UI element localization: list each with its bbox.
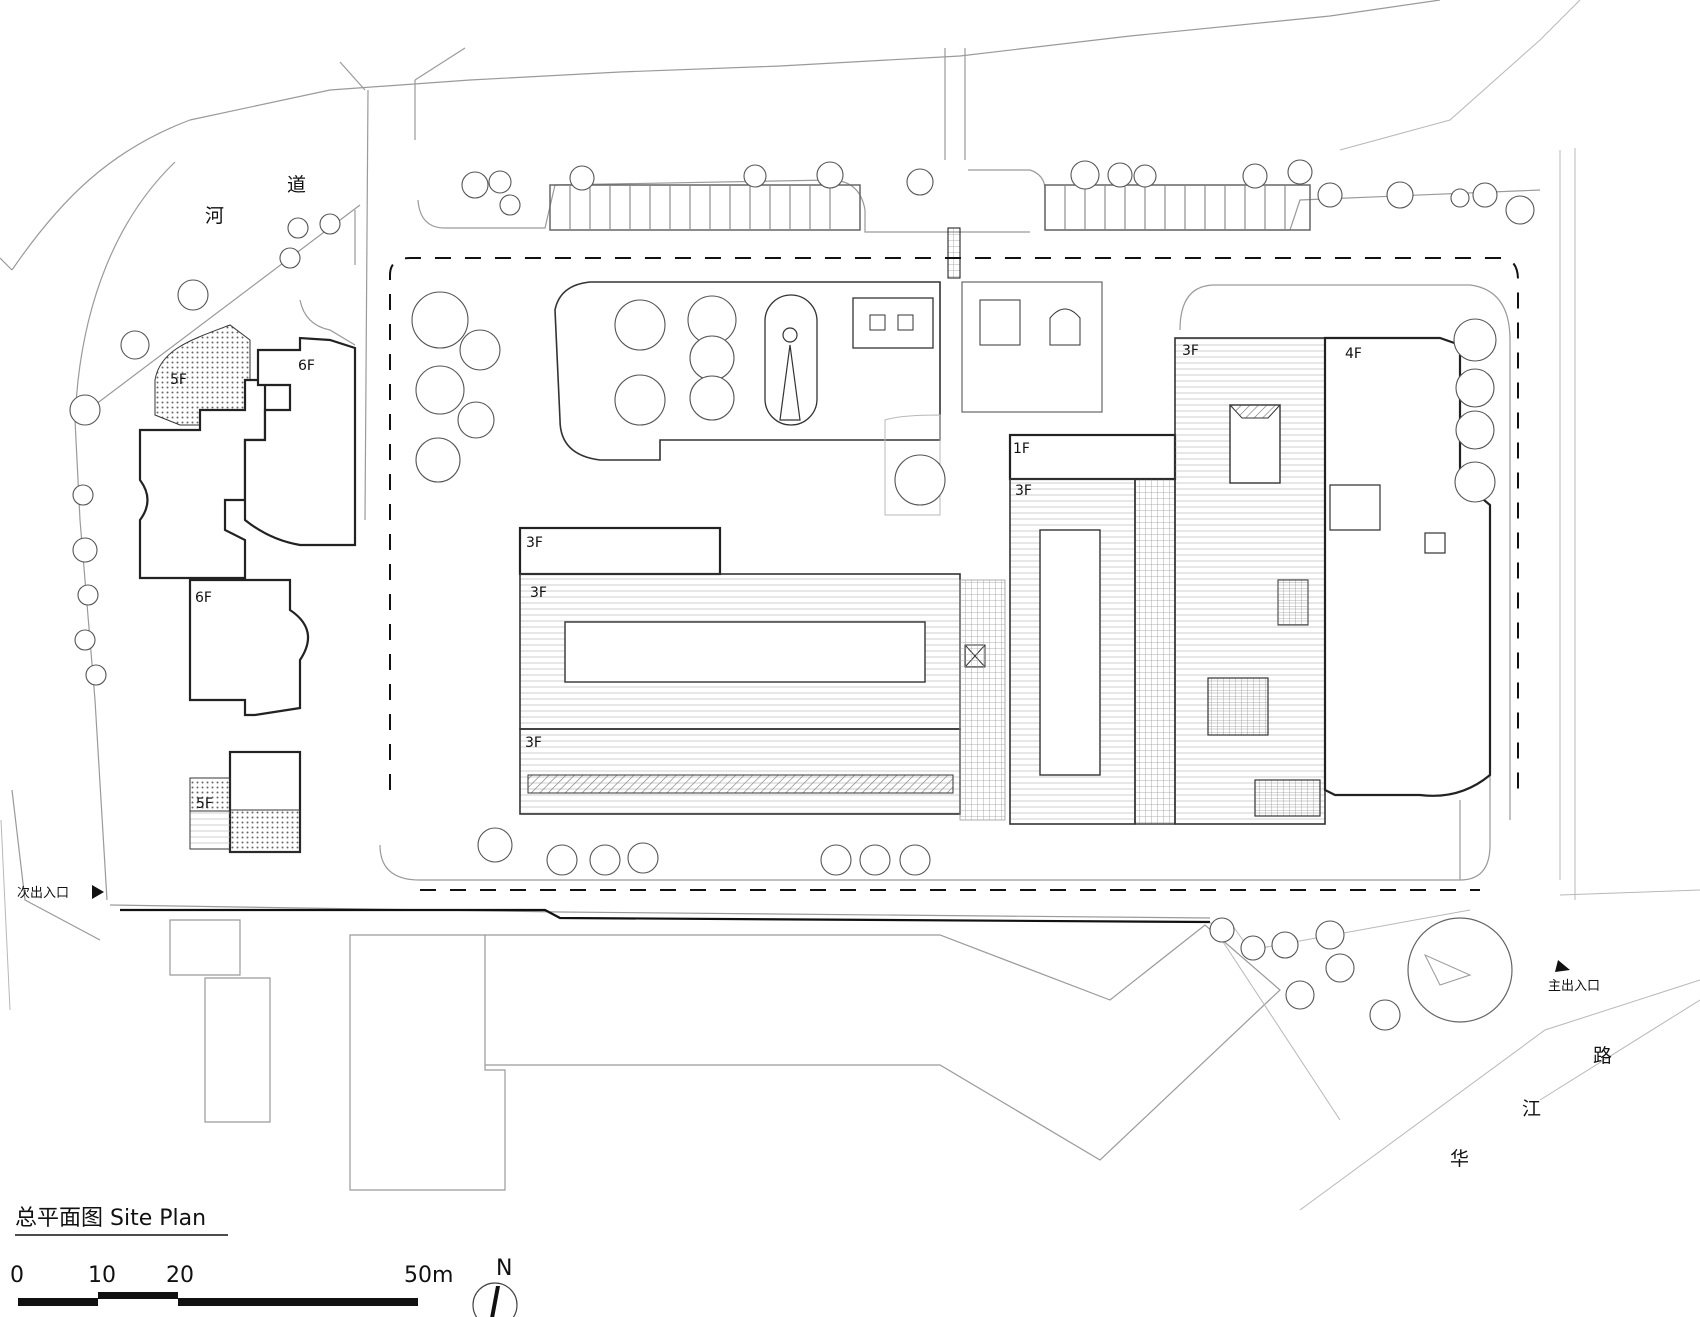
north-arrow xyxy=(472,1282,518,1317)
road-label-huajiang: 华 xyxy=(1450,1148,1469,1170)
context-lines xyxy=(0,0,1581,1011)
north-parking xyxy=(417,169,1541,279)
site-perimeter xyxy=(379,284,1511,881)
north-label: N xyxy=(496,1256,512,1281)
road-label-huajiang: 路 xyxy=(1593,1045,1612,1067)
scale-tick: 50m xyxy=(404,1263,453,1288)
floor-label: 6F xyxy=(298,358,315,374)
plan-title: 总平面图 Site Plan xyxy=(15,1206,206,1231)
entrance-labels: 次出入口 主出入口 xyxy=(17,885,1600,994)
main-entrance-label: 主出入口 xyxy=(1548,979,1600,994)
tree-canopy xyxy=(69,159,1535,1031)
floor-label: 1F xyxy=(1013,441,1030,457)
scale-tick: 0 xyxy=(10,1263,24,1288)
road-label-river: 道 xyxy=(287,174,306,196)
scale-tick: 10 xyxy=(88,1263,116,1288)
secondary-entrance-label: 次出入口 xyxy=(17,885,69,901)
floor-label: 3F xyxy=(525,735,542,751)
floor-label: 5F xyxy=(196,796,213,812)
scale-bar xyxy=(18,1292,418,1306)
floor-label: 3F xyxy=(1182,343,1199,359)
floor-labels: 6F 5F 6F 5F 3F 3F 3F 1F 3F 3F 4F xyxy=(170,343,1362,812)
floor-label: 3F xyxy=(530,585,547,601)
floor-label: 6F xyxy=(195,590,212,606)
scale-tick: 20 xyxy=(166,1263,194,1288)
floor-label: 5F xyxy=(170,372,187,388)
main-halls xyxy=(518,336,1492,825)
entrance-arrow-icon xyxy=(1555,960,1570,972)
road-label-river: 河 xyxy=(205,205,224,227)
floor-label: 4F xyxy=(1345,346,1362,362)
floor-label: 3F xyxy=(1015,483,1032,499)
internal-drive xyxy=(389,257,1519,891)
road-label-huajiang: 江 xyxy=(1522,1098,1541,1120)
south-road xyxy=(109,889,1700,1211)
entrance-arrow-icon xyxy=(92,885,104,899)
central-courtyard xyxy=(554,281,1103,516)
floor-label: 3F xyxy=(526,535,543,551)
road-labels: 河 道 路 江 华 xyxy=(205,174,1612,1170)
residential-blocks xyxy=(138,299,357,854)
